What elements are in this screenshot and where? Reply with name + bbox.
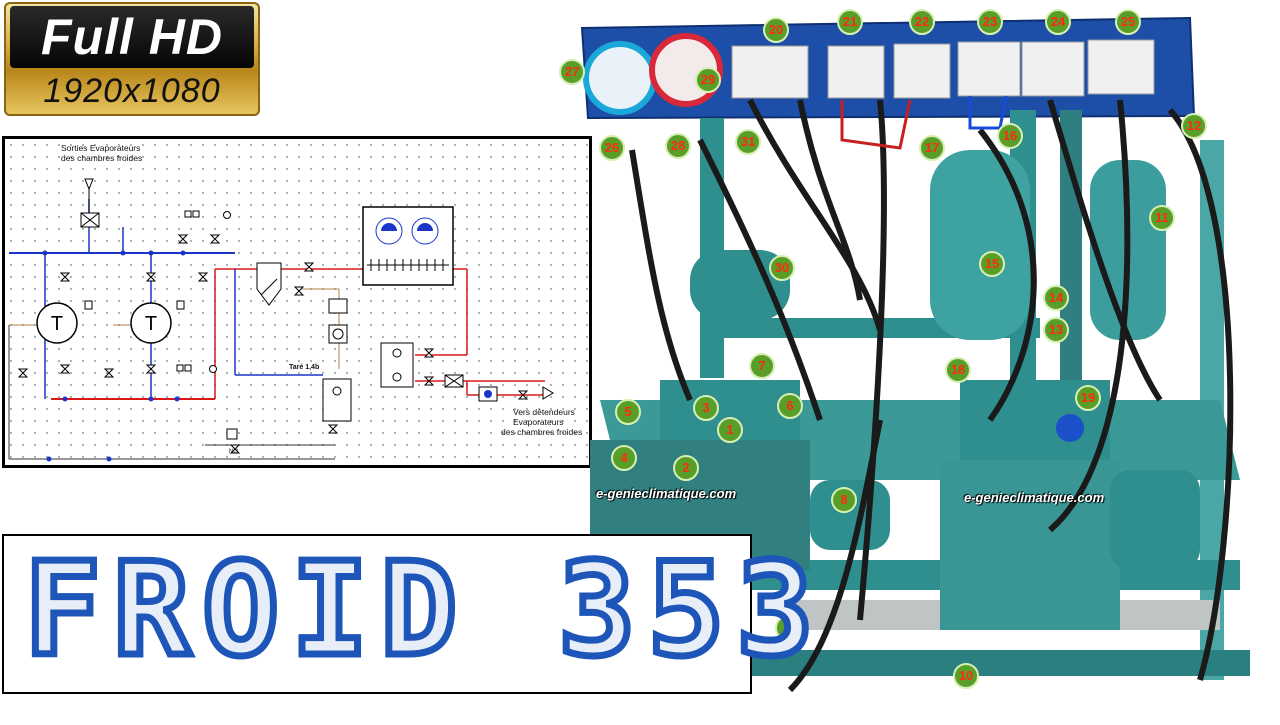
callout-13: 13 <box>1043 317 1069 343</box>
label-vers-detendeurs: Vers détendeurs <box>513 407 575 417</box>
refrigeration-schematic: T T <box>2 136 592 468</box>
video-title-box <box>2 534 752 694</box>
hd-badge-title: Full HD <box>41 9 223 65</box>
callout-6: 6 <box>777 393 803 419</box>
callout-25: 25 <box>1115 9 1141 35</box>
label-chambres-froides: des chambres froides <box>501 427 583 437</box>
callout-29: 29 <box>695 67 721 93</box>
callout-8: 8 <box>831 487 857 513</box>
machine-illustration <box>580 16 1250 693</box>
refrigeration-machine-photo: e-genieclimatique.com e-genieclimatique.… <box>559 0 1280 720</box>
label-evaporateurs: Evaporateurs <box>513 417 564 427</box>
label-no: NO <box>229 449 238 455</box>
svg-text:T: T <box>145 313 157 335</box>
callout-24: 24 <box>1045 9 1071 35</box>
callout-11: 11 <box>1149 205 1175 231</box>
callout-30: 30 <box>769 255 795 281</box>
watermark-left: e-genieclimatique.com <box>596 486 737 501</box>
callout-19: 19 <box>1075 385 1101 411</box>
callout-27: 27 <box>559 59 585 85</box>
callout-20: 20 <box>763 17 789 43</box>
callout-4: 4 <box>611 445 637 471</box>
callout-22: 22 <box>909 9 935 35</box>
callout-28: 28 <box>665 133 691 159</box>
hd-badge-resolution: 1920x1080 <box>43 72 221 110</box>
label-sorties-evaporateurs-2: des chambres froides <box>61 153 143 163</box>
callout-5: 5 <box>615 399 641 425</box>
schematic-diagram: T T <box>8 178 554 462</box>
callout-26: 26 <box>599 135 625 161</box>
callout-7: 7 <box>749 353 775 379</box>
watermark-right: e-genieclimatique.com <box>964 490 1105 505</box>
callout-2: 2 <box>673 455 699 481</box>
callout-23: 23 <box>977 9 1003 35</box>
label-sorties-evaporateurs-1: Sorties Evaporateurs <box>61 143 141 153</box>
callout-9: 9 <box>775 615 801 641</box>
callout-18: 18 <box>945 357 971 383</box>
callout-3: 3 <box>693 395 719 421</box>
callout-14: 14 <box>1043 285 1069 311</box>
callout-17: 17 <box>919 135 945 161</box>
callout-31: 31 <box>735 129 761 155</box>
callout-16: 16 <box>997 123 1023 149</box>
callout-15: 15 <box>979 251 1005 277</box>
hd-badge-top <box>10 6 254 68</box>
callout-10: 10 <box>953 663 979 689</box>
callout-1: 1 <box>717 417 743 443</box>
callout-21: 21 <box>837 9 863 35</box>
svg-text:T: T <box>51 313 63 335</box>
label-tare: Taré 1,4b <box>289 364 320 371</box>
video-title: FROID 353 <box>21 533 826 689</box>
callout-12: 12 <box>1181 113 1207 139</box>
